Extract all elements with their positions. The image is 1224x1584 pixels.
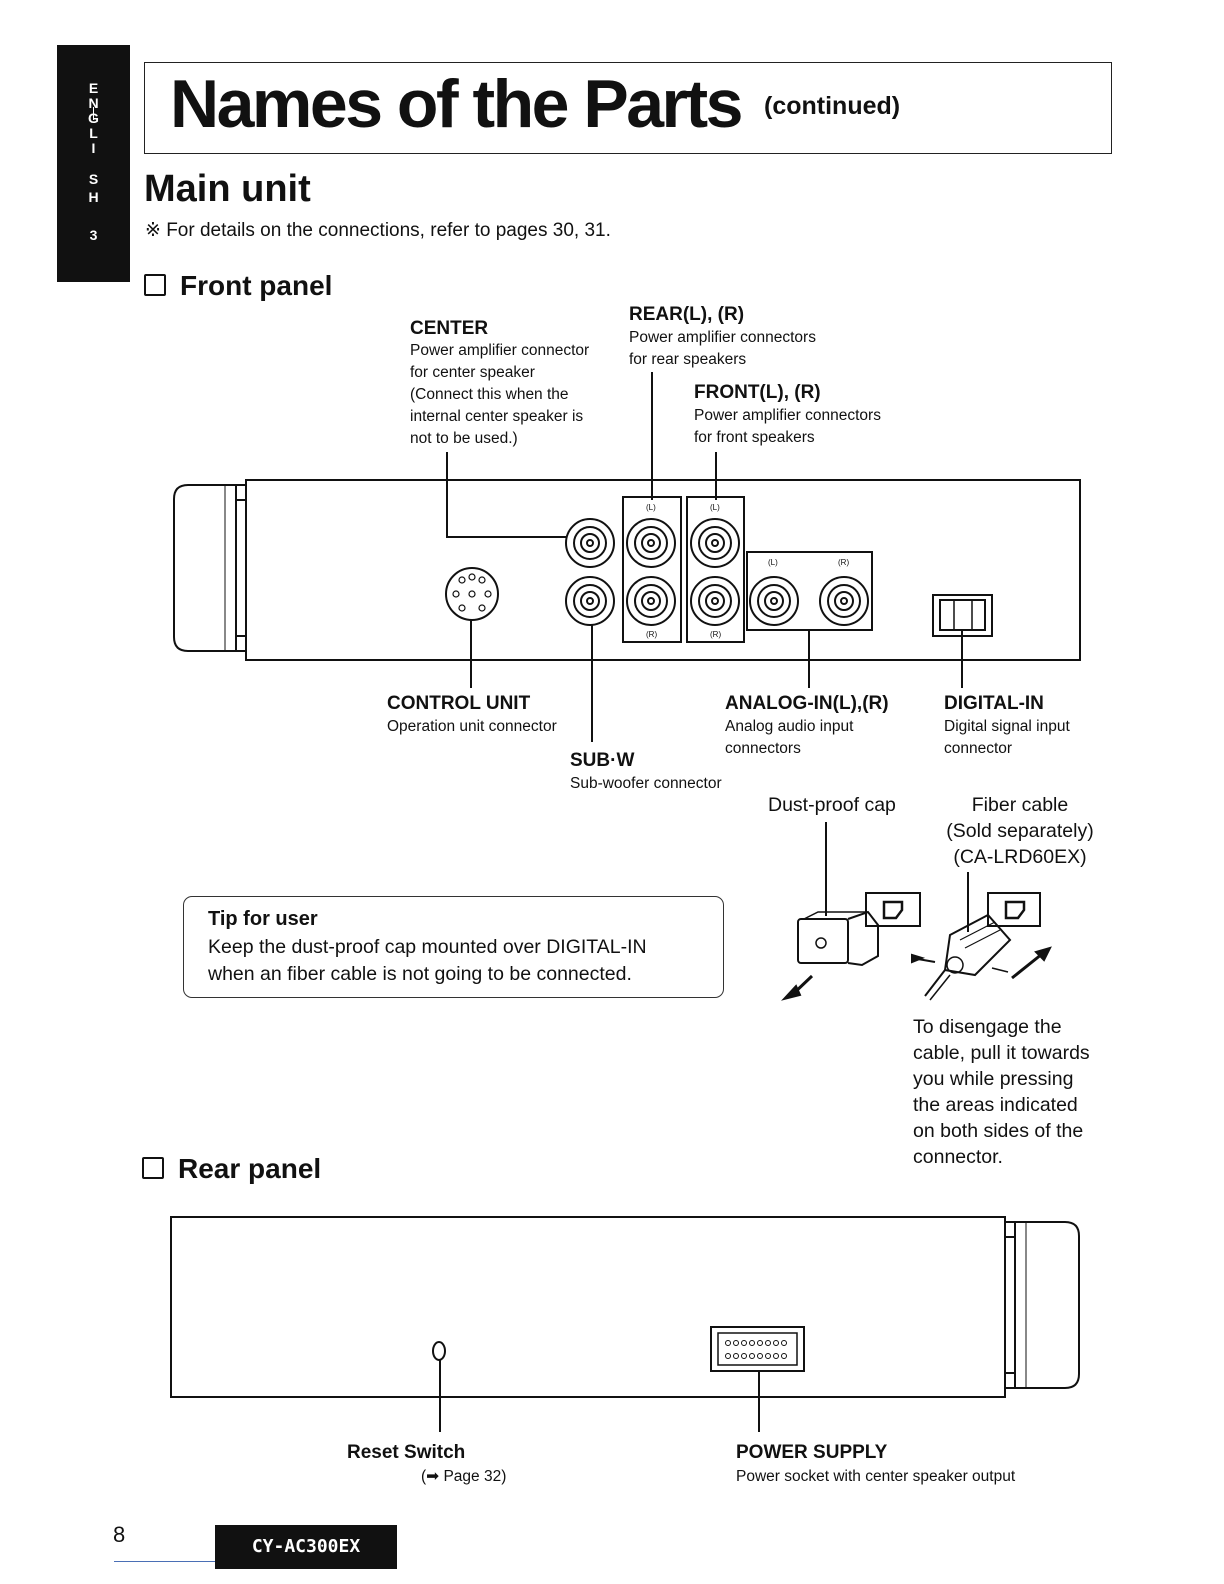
footer-rule xyxy=(114,1561,215,1562)
language-letter: S xyxy=(88,171,99,187)
power-socket xyxy=(710,1326,805,1372)
disengage-instructions: To disengage the cable, pull it towards … xyxy=(913,1016,1090,1168)
reset-switch-label: Reset Switch xyxy=(347,1442,466,1463)
page-number: 8 xyxy=(113,1522,126,1547)
power-supply-label: POWER SUPPLY xyxy=(736,1442,888,1463)
front-panel-illustration xyxy=(173,372,1081,742)
tip-title: Tip for user xyxy=(208,908,318,930)
rear-l-tag: (L) xyxy=(646,503,656,512)
dust-cap-illustration xyxy=(780,822,921,1001)
front-panel-heading: Front panel xyxy=(144,270,332,302)
front-r-jack xyxy=(690,576,740,626)
rear-r-jack xyxy=(626,576,676,626)
control-unit-connector xyxy=(445,567,499,621)
analog-r-jack xyxy=(819,576,869,626)
model-badge: CY-AC300EX xyxy=(215,1525,397,1569)
language-letter: N xyxy=(88,95,99,111)
control-unit-label: CONTROL UNIT xyxy=(387,693,531,714)
digital-in-port xyxy=(932,594,993,637)
front-l-jack xyxy=(690,518,740,568)
analog-l-jack xyxy=(749,576,799,626)
digital-in-label: DIGITAL-IN xyxy=(944,693,1044,714)
dust-cap-label: Dust-proof cap xyxy=(768,794,896,816)
front-r-tag: (R) xyxy=(710,630,721,639)
analog-in-desc: Analog audio input connectors xyxy=(725,718,854,757)
sub-w-label: SUB·W xyxy=(570,750,635,771)
front-desc: Power amplifier connectors for front spe… xyxy=(694,407,881,446)
language-letter: E xyxy=(88,80,99,96)
rear-desc: Power amplifier connectors for rear spea… xyxy=(629,329,816,368)
page-title: Names of the Parts xyxy=(170,66,743,142)
language-letter: L xyxy=(89,125,98,141)
language-letter: I xyxy=(91,140,96,156)
rear-panel-heading: Rear panel xyxy=(142,1153,321,1185)
rear-label: REAR(L), (R) xyxy=(629,304,745,325)
digital-in-desc: Digital signal input connector xyxy=(944,718,1070,757)
fiber-cable-label: Fiber cable (Sold separately) (CA-LRD60E… xyxy=(946,794,1094,868)
reset-switch-ref: (➡ Page 32) xyxy=(421,1468,507,1485)
center-desc: Power amplifier connector for center spe… xyxy=(410,342,590,447)
tip-box xyxy=(183,896,724,998)
sub-w-jack xyxy=(565,576,615,626)
analog-jack-group xyxy=(746,551,873,631)
rear-l-jack xyxy=(626,518,676,568)
fiber-cable-illustration xyxy=(911,872,1052,1001)
rear-r-tag: (R) xyxy=(646,630,657,639)
analog-in-label: ANALOG-IN(L),(R) xyxy=(725,693,889,714)
center-label: CENTER xyxy=(410,318,489,339)
analog-l-tag: (L) xyxy=(768,558,778,567)
center-leader-line xyxy=(446,452,566,538)
tip-body: Keep the dust-proof cap mounted over DIG… xyxy=(208,936,647,985)
reset-switch xyxy=(432,1341,446,1361)
center-jack xyxy=(565,518,615,568)
page-tag: 3 xyxy=(89,227,98,243)
title-box xyxy=(144,62,1112,154)
front-label: FRONT(L), (R) xyxy=(694,382,821,403)
sub-w-desc: Sub-woofer connector xyxy=(570,775,722,792)
section-note: ※ For details on the connections, refer … xyxy=(145,220,611,241)
checkbox-square-icon xyxy=(142,1157,164,1179)
section-title: Main unit xyxy=(144,168,311,210)
power-supply-desc: Power socket with center speaker output xyxy=(736,1468,1016,1485)
control-unit-desc: Operation unit connector xyxy=(387,718,557,735)
language-tab: E N G L I S H 3 xyxy=(57,45,130,282)
checkbox-square-icon xyxy=(144,274,166,296)
language-letter: H xyxy=(88,189,99,205)
page-subtitle: (continued) xyxy=(764,92,901,120)
rear-panel-illustration xyxy=(170,1216,1080,1432)
front-l-tag: (L) xyxy=(710,503,720,512)
analog-r-tag: (R) xyxy=(838,558,849,567)
